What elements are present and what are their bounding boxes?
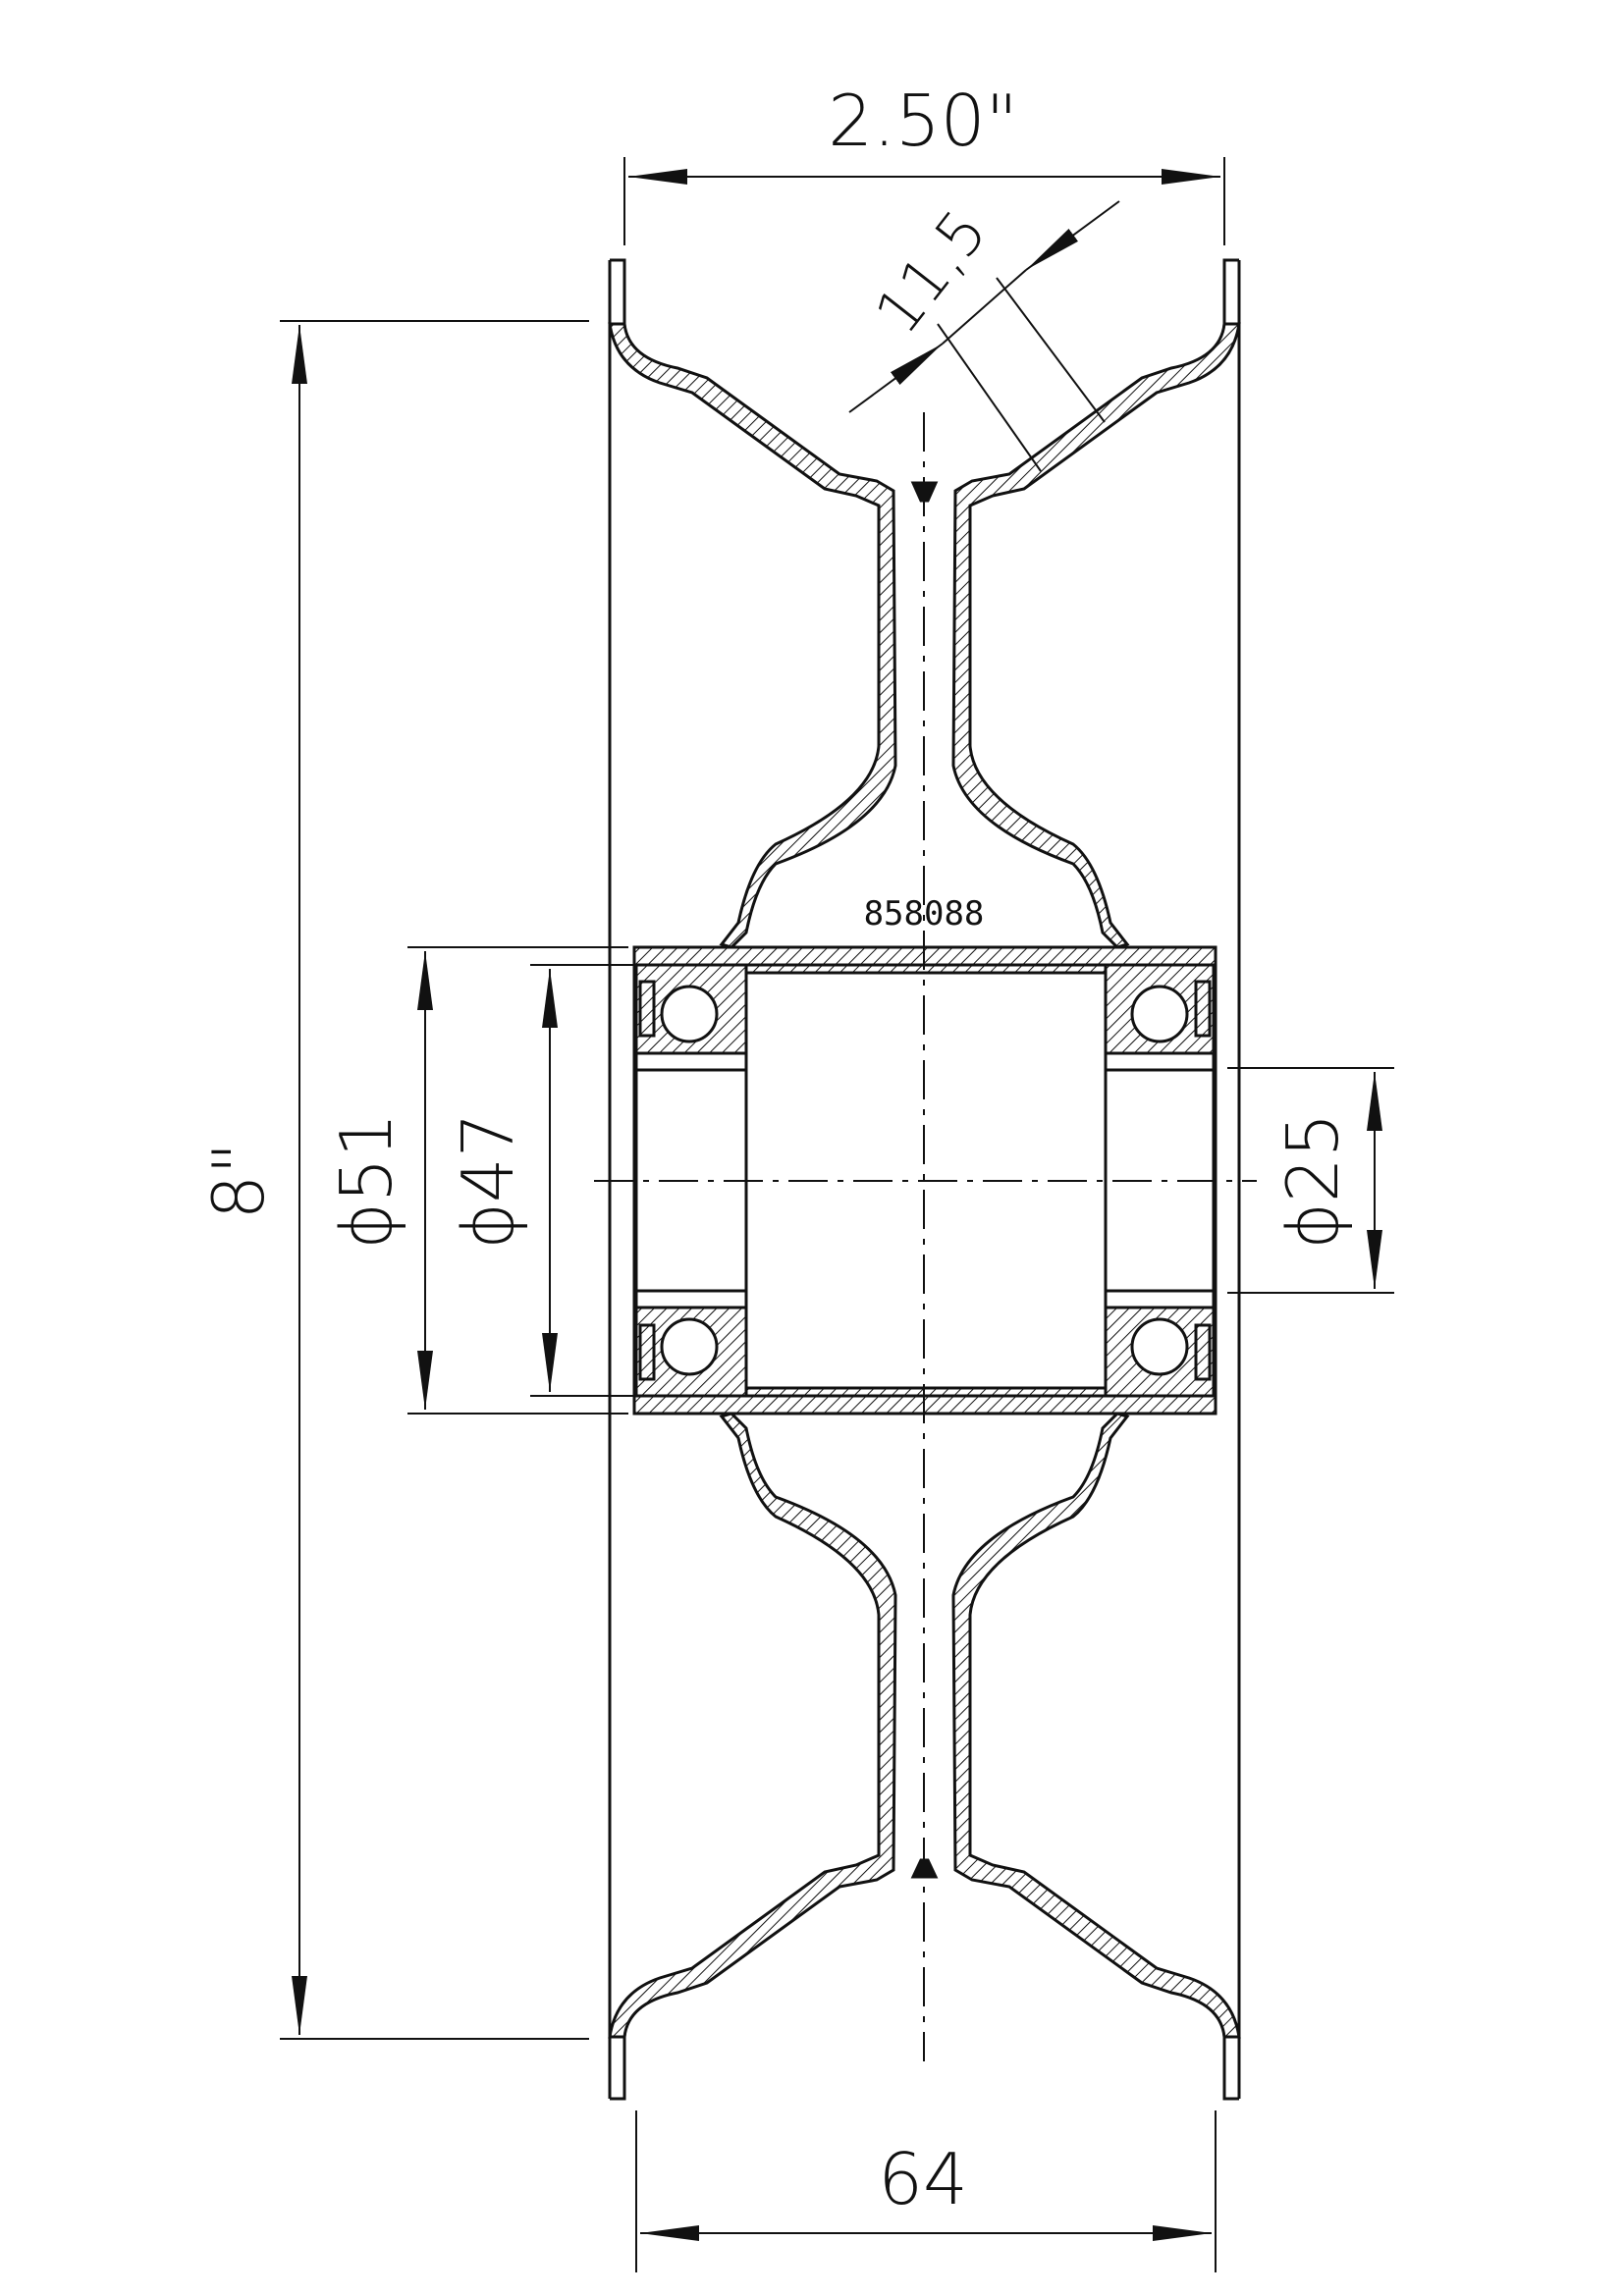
- rim-thickness-label: 11,5: [861, 196, 1001, 347]
- bore-d47-label: ϕ47: [447, 1112, 529, 1249]
- dimension-lines: [292, 169, 1382, 2241]
- axle-d25-label: ϕ25: [1271, 1112, 1354, 1249]
- diameter-overall-label: 8": [197, 1143, 280, 1220]
- width-overall-label: 2.50": [828, 80, 1017, 162]
- center-lines: [594, 412, 1257, 2061]
- part-number: 858088: [864, 894, 985, 934]
- bearing-balls: [660, 985, 1189, 1376]
- bore-d51-label: ϕ51: [325, 1112, 407, 1249]
- upper-disc-section: [608, 322, 1241, 949]
- extension-lines: [280, 157, 1394, 2272]
- hub-length-label: 64: [878, 2138, 968, 2220]
